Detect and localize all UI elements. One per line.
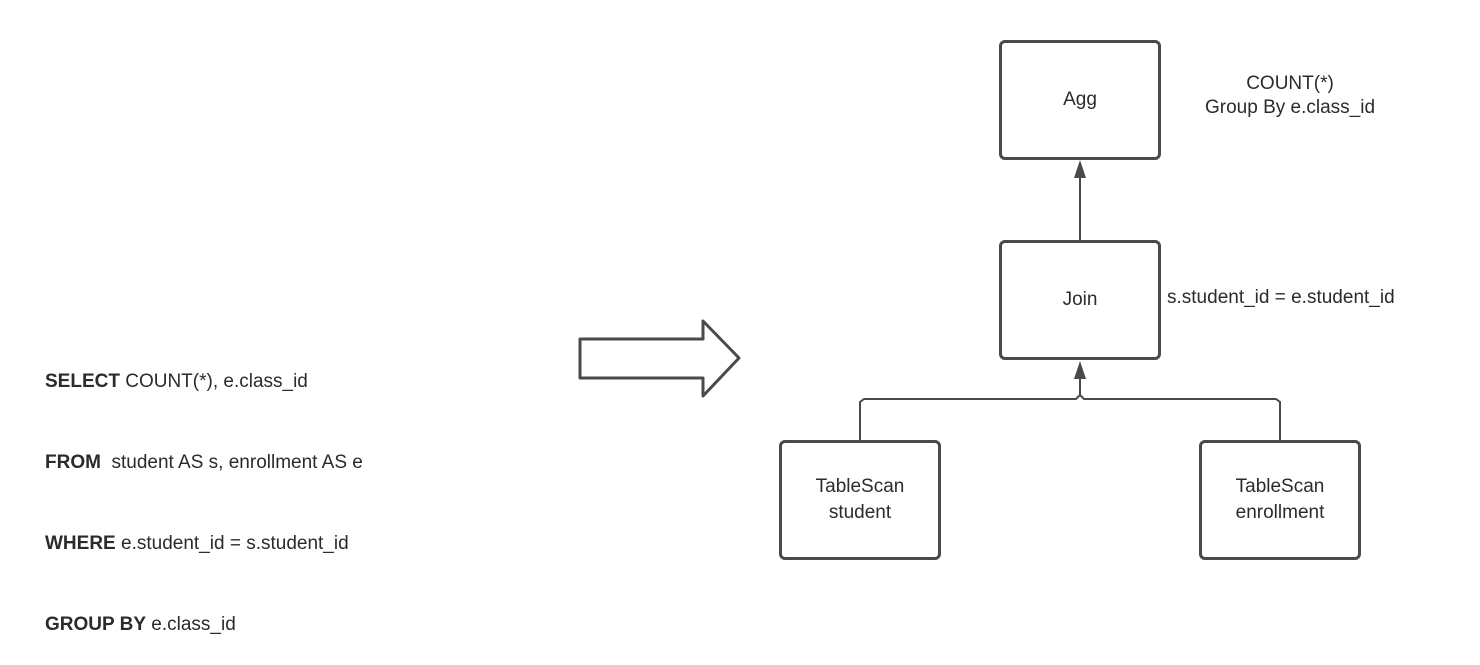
agg-node: Agg	[999, 40, 1161, 160]
sql-line-select: SELECT COUNT(*), e.class_id	[45, 368, 363, 395]
diagram-connectors	[578, 160, 1281, 440]
join-node: Join	[999, 240, 1161, 360]
join-node-label: Join	[1062, 289, 1098, 310]
edge-scan-student-to-join	[859, 378, 1081, 440]
agg-annotation-group-by: Group By e.class_id	[1204, 97, 1376, 118]
scan-student-table: student	[828, 502, 892, 523]
scan-enrollment-table: enrollment	[1235, 502, 1325, 523]
sql-keyword: GROUP BY	[45, 614, 147, 635]
sql-keyword: WHERE	[45, 533, 116, 554]
edge-scan-enrollment-to-join	[1079, 394, 1281, 440]
sql-clause: student AS s, enrollment AS e	[100, 452, 363, 473]
scan-enrollment-node: TableScan enrollment	[1199, 440, 1361, 560]
sql-clause: COUNT(*), e.class_id	[119, 371, 308, 392]
arrowhead-agg-icon	[1074, 160, 1086, 178]
sql-line-group-by: GROUP BY e.class_id	[45, 611, 363, 638]
transform-arrow-icon	[578, 319, 741, 398]
sql-line-where: WHERE e.student_id = s.student_id	[45, 530, 363, 557]
agg-annotation-function: COUNT(*)	[1246, 73, 1334, 94]
join-annotation: s.student_id = e.student_id	[1167, 287, 1395, 308]
arrowhead-join-icon	[1074, 361, 1086, 379]
scan-student-node: TableScan student	[779, 440, 941, 560]
scan-student-type: TableScan	[815, 476, 905, 497]
agg-annotation: COUNT(*) Group By e.class_id	[1180, 72, 1400, 120]
scan-enrollment-type: TableScan	[1235, 476, 1325, 497]
agg-node-label: Agg	[1063, 89, 1097, 110]
sql-clause: e.class_id	[146, 614, 236, 635]
sql-keyword: SELECT	[45, 371, 120, 392]
sql-line-from: FROM student AS s, enrollment AS e	[45, 449, 363, 476]
sql-keyword: FROM	[45, 452, 101, 473]
sql-clause: e.student_id = s.student_id	[115, 533, 349, 554]
